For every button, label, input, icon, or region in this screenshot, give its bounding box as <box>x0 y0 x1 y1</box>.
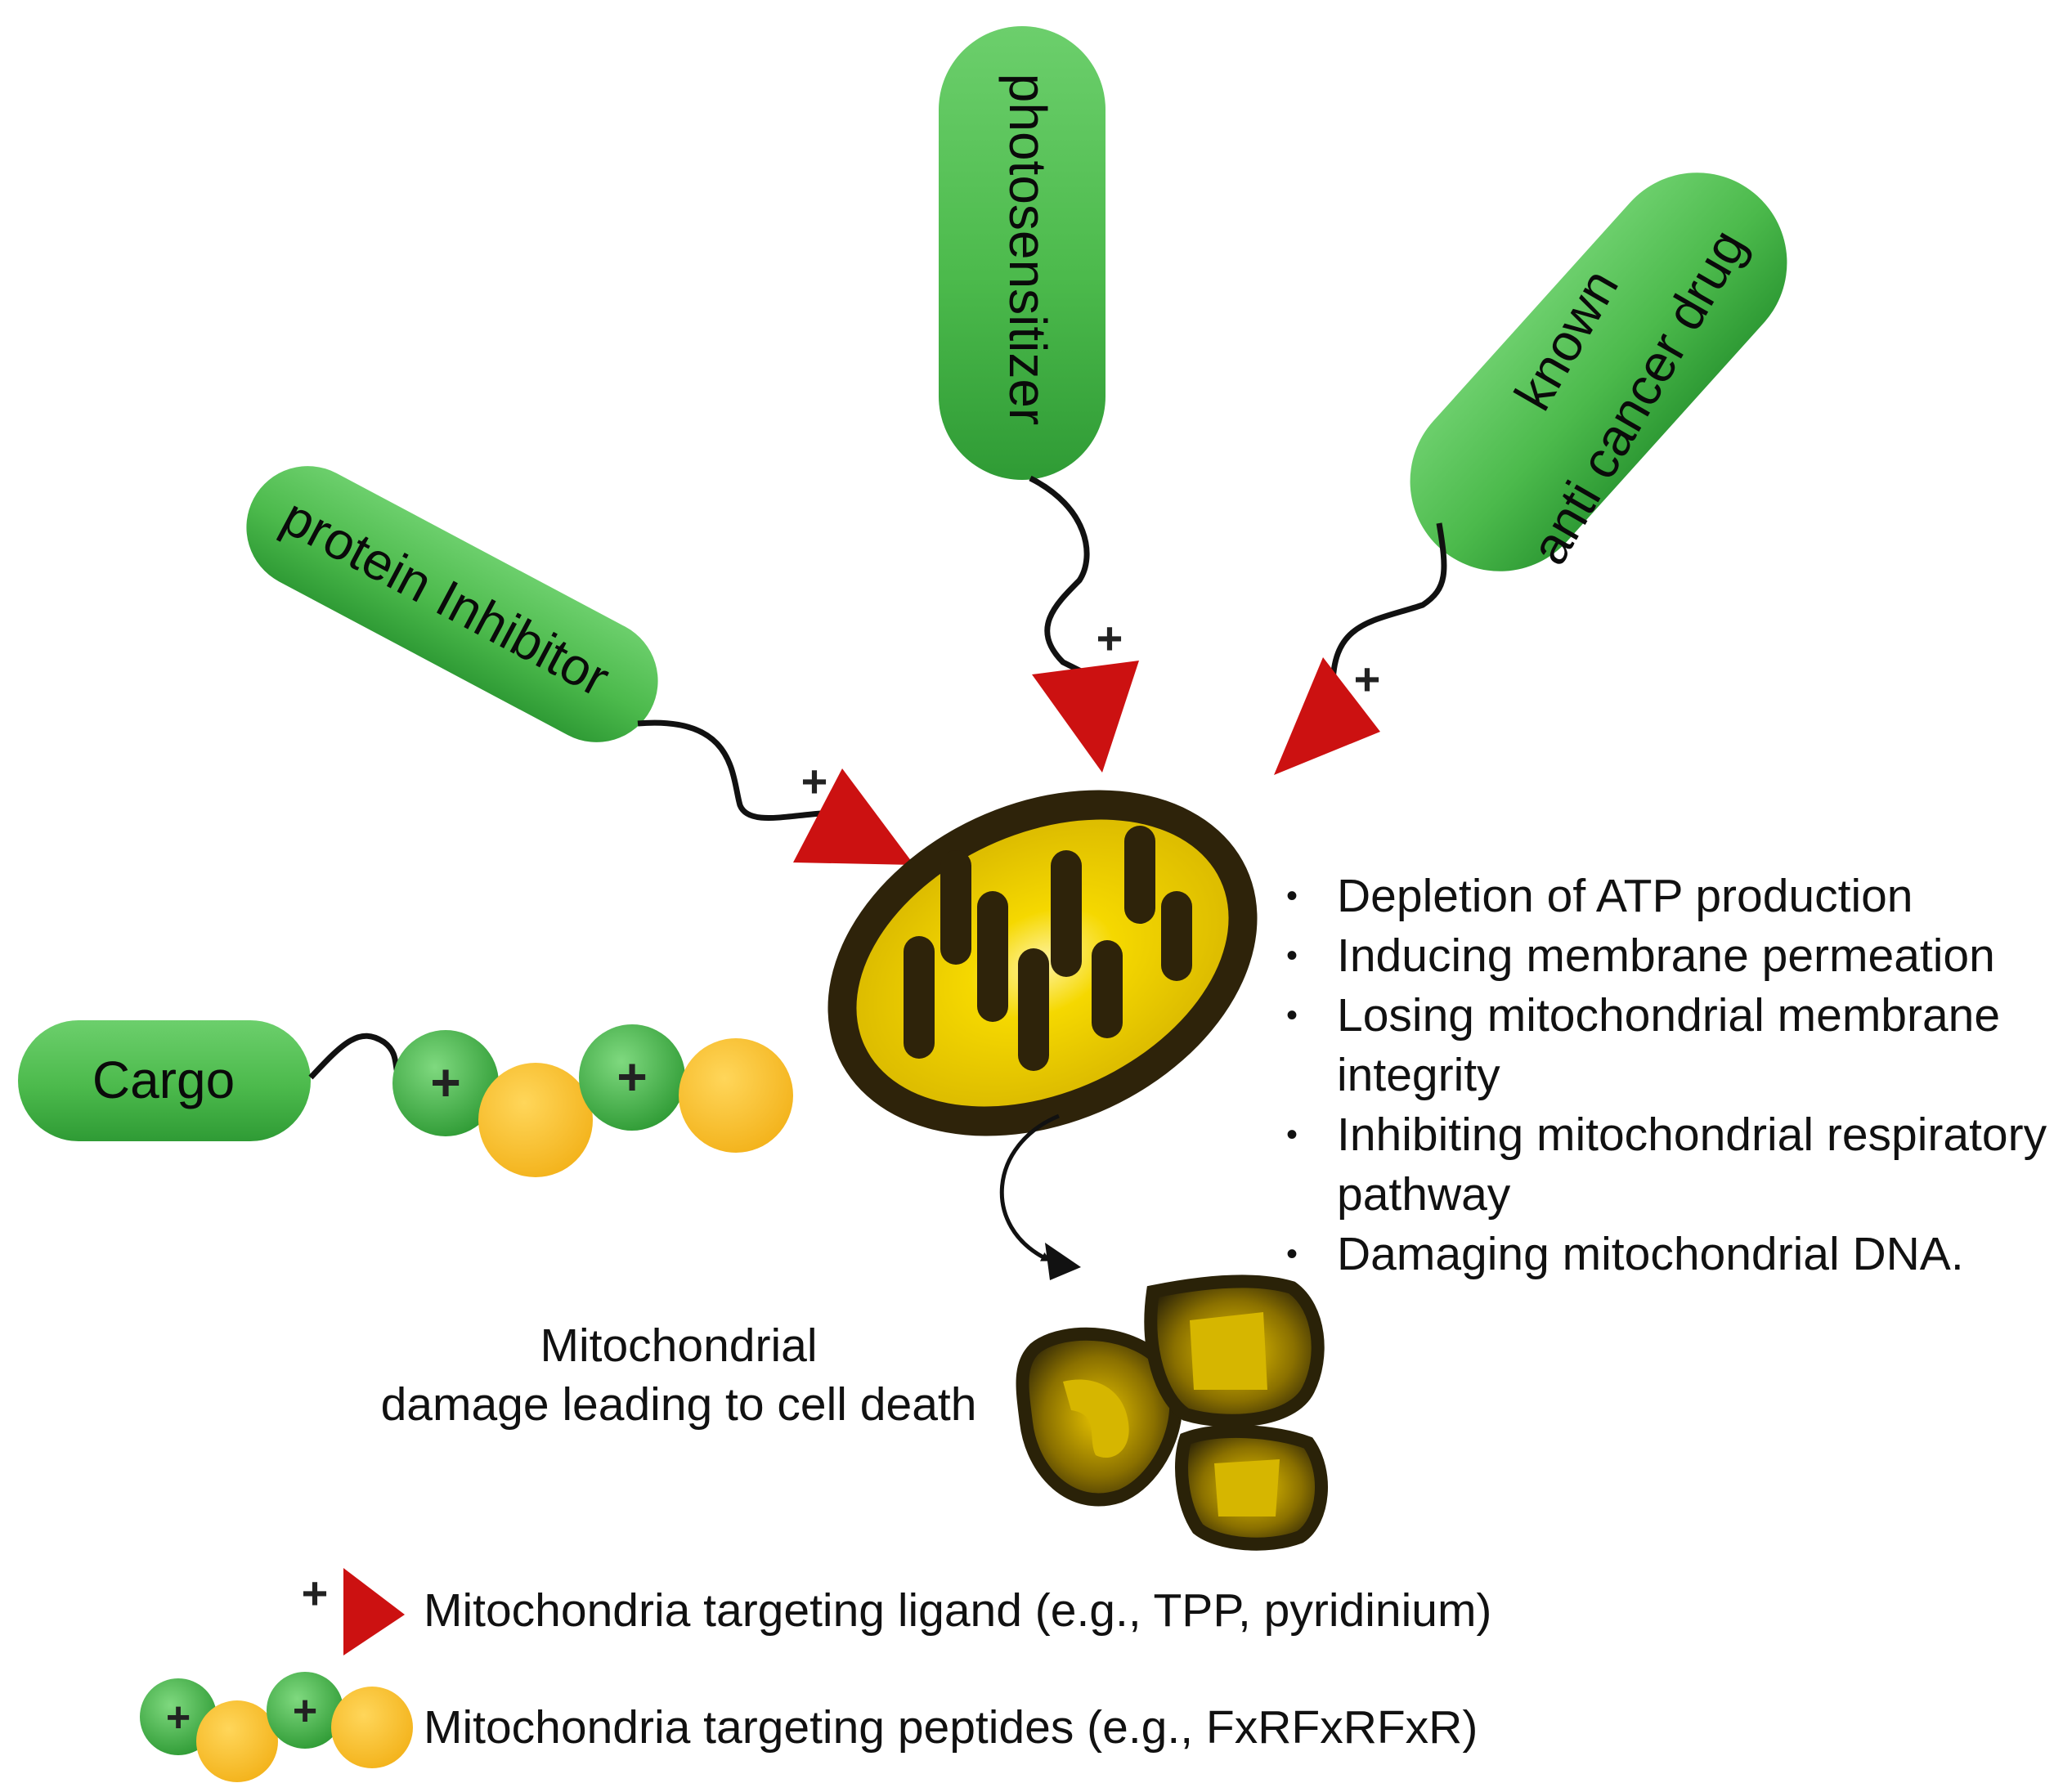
legend-ligand-label: Mitochondria targeting ligand (e.g., TPP… <box>424 1584 1492 1637</box>
effect-item: Inducing membrane permeation <box>1280 926 2048 986</box>
peptide-charged-residue <box>579 1024 685 1131</box>
damaged-fragment-top <box>1144 1275 1325 1427</box>
effect-item: Depletion of ATP production <box>1280 867 2048 926</box>
peptide-charge-symbol: + <box>430 1053 460 1112</box>
mitochondrion-matrix <box>856 819 1229 1107</box>
legend-ligand-charge: + <box>302 1567 329 1619</box>
damage-caption-line2: damage leading to cell death <box>380 1378 977 1431</box>
anticancer-drug-pill <box>1410 172 1787 571</box>
damage-arrow-head <box>1045 1243 1081 1280</box>
damage-caption-line1: Mitochondrial <box>540 1319 818 1372</box>
protein-inhibitor-linker <box>637 719 823 821</box>
damage-arrow <box>999 1113 1060 1261</box>
cargo-label: Cargo <box>92 1051 235 1109</box>
anticancer-drug-ligand-triangle <box>1274 657 1380 775</box>
effect-item: Inhibiting mitochondrial respiratory pat… <box>1280 1105 2048 1225</box>
legend-peptide-charge: + <box>166 1694 191 1741</box>
photosensitizer-agent: photosensitizer + <box>939 26 1139 773</box>
legend-peptide-label: Mitochondria targeting peptides (e.g., F… <box>424 1701 1478 1754</box>
legend-ligand-triangle <box>343 1568 405 1655</box>
ligand-charge-symbol: + <box>1097 612 1123 664</box>
cargo-linker <box>308 1033 403 1080</box>
peptide-hydrophobic-residue <box>679 1038 793 1153</box>
damaged-fragment-left <box>1016 1327 1183 1507</box>
cargo-agent: Cargo + + <box>18 1020 793 1177</box>
ligand-charge-symbol: + <box>801 755 828 807</box>
protein-inhibitor-pill <box>246 466 658 742</box>
protein-inhibitor-ligand-triangle <box>793 768 914 865</box>
protein-inhibitor-agent: protein Inhibitor + <box>246 466 914 865</box>
cargo-peptide-chain: + + <box>392 1024 793 1177</box>
peptide-hydrophobic-residue <box>478 1063 593 1177</box>
legend-peptide-charge: + <box>293 1687 317 1735</box>
damaged-mitochondria <box>1016 1275 1328 1551</box>
anticancer-drug-linker <box>1330 522 1447 688</box>
effect-item: Losing mitochondrial membrane integrity <box>1280 986 2048 1105</box>
damaged-fragment-bottom <box>1175 1424 1328 1551</box>
mitochondrial-effects-list: Depletion of ATP production Inducing mem… <box>1280 867 2048 1284</box>
damage-caption: Mitochondrial damage leading to cell dea… <box>343 1316 1014 1434</box>
photosensitizer-label: photosensitizer <box>998 74 1057 425</box>
effect-item: Damaging mitochondrial DNA. <box>1280 1225 2048 1284</box>
ligand-charge-symbol: + <box>1354 653 1381 705</box>
legend-peptide-symbol: + + <box>140 1672 413 1782</box>
mitochondrion <box>827 790 1258 1136</box>
photosensitizer-linker <box>1029 475 1097 682</box>
photosensitizer-pill <box>939 26 1105 480</box>
anticancer-drug-agent: known anti cancer drug + <box>1274 172 1787 775</box>
cargo-pill <box>18 1020 311 1141</box>
photosensitizer-ligand-triangle <box>1032 661 1139 773</box>
legend-ligand-symbol: + <box>302 1567 405 1655</box>
peptide-charged-residue <box>392 1030 499 1136</box>
peptide-charge-symbol: + <box>617 1047 647 1106</box>
